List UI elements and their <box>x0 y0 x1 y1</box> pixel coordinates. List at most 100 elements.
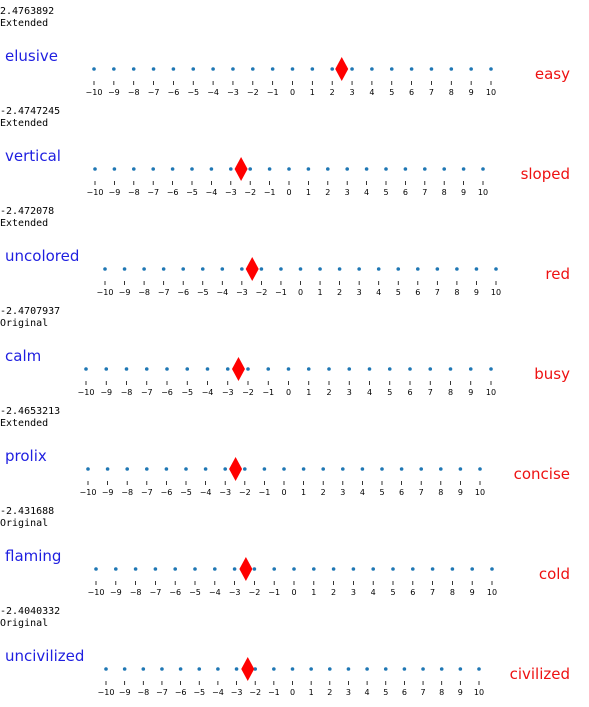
data-point <box>104 367 109 371</box>
data-point <box>380 467 384 471</box>
data-point <box>391 567 395 571</box>
data-point <box>246 367 250 371</box>
data-point <box>259 267 264 271</box>
data-point <box>396 267 401 271</box>
data-point <box>290 667 295 671</box>
x-tick-label: 2 <box>321 488 326 497</box>
data-point <box>191 67 196 71</box>
x-tick-label: −6 <box>161 388 173 397</box>
source-label: Original <box>0 518 49 529</box>
x-tick-label: −3 <box>236 288 248 297</box>
data-point <box>318 267 322 271</box>
data-point <box>461 167 466 171</box>
data-point <box>225 367 230 371</box>
x-tick-label: 7 <box>428 388 433 397</box>
x-tick-label: −9 <box>110 588 122 597</box>
x-tick-label: −7 <box>141 388 153 397</box>
x-tick-label: 4 <box>376 288 381 297</box>
x-tick-label: 5 <box>383 188 388 197</box>
data-point <box>86 467 90 471</box>
x-tick-label: 0 <box>286 188 291 197</box>
left-word: uncolored <box>5 247 80 265</box>
data-point <box>84 367 88 371</box>
data-point <box>458 467 463 471</box>
x-tick-label: −6 <box>175 688 187 697</box>
data-point <box>371 567 376 571</box>
data-point <box>164 467 169 471</box>
x-tick-label: −5 <box>180 488 192 497</box>
data-point <box>439 467 443 471</box>
x-tick-label: −9 <box>100 388 112 397</box>
data-point <box>326 167 330 171</box>
x-tick-label: 4 <box>369 88 374 97</box>
x-tick-label: −10 <box>78 388 95 397</box>
data-point <box>411 567 415 571</box>
x-tick-label: −3 <box>231 688 243 697</box>
x-tick-label: 7 <box>429 88 434 97</box>
source-label: Extended <box>0 118 49 129</box>
data-point <box>151 67 156 71</box>
data-point <box>409 67 414 71</box>
data-point <box>220 267 225 271</box>
score-value: -2.4653213 <box>0 406 61 417</box>
x-tick-label: 1 <box>306 388 311 397</box>
data-point <box>346 667 351 671</box>
x-tick-label: −3 <box>229 588 241 597</box>
source-label: Original <box>0 318 49 329</box>
x-tick-label: −9 <box>102 488 114 497</box>
data-point <box>104 667 108 671</box>
x-tick-label: 7 <box>422 188 427 197</box>
x-tick-label: 2 <box>325 188 330 197</box>
right-word: busy <box>534 365 570 383</box>
x-tick-label: 8 <box>442 188 447 197</box>
score-marker <box>245 257 259 281</box>
data-point <box>310 67 315 71</box>
x-tick-label: 1 <box>318 288 323 297</box>
x-tick-label: −2 <box>249 688 261 697</box>
data-point <box>141 667 146 671</box>
x-tick-label: 4 <box>364 188 369 197</box>
x-tick-label: 4 <box>371 588 376 597</box>
x-tick-label: −4 <box>212 688 224 697</box>
data-point <box>190 167 194 171</box>
x-tick-label: −5 <box>189 588 201 597</box>
x-tick-label: −2 <box>249 588 261 597</box>
data-point <box>160 667 164 671</box>
data-point <box>178 667 183 671</box>
x-tick-label: 10 <box>486 388 496 397</box>
x-tick-label: −6 <box>169 588 181 597</box>
data-point <box>151 167 155 171</box>
score-value: -2.431688 <box>0 506 55 517</box>
data-point <box>197 667 202 671</box>
left-word: elusive <box>5 47 58 65</box>
data-point <box>124 367 129 371</box>
x-tick-label: −7 <box>158 288 170 297</box>
x-tick-label: 9 <box>470 588 475 597</box>
data-point <box>347 367 352 371</box>
source-label: Extended <box>0 418 49 429</box>
x-tick-label: −10 <box>98 688 115 697</box>
score-marker <box>231 357 245 381</box>
data-point <box>468 367 473 371</box>
right-word: red <box>545 265 570 283</box>
data-point <box>474 267 479 271</box>
data-point <box>272 567 277 571</box>
x-tick-label: −5 <box>187 88 199 97</box>
data-point <box>282 467 286 471</box>
data-point <box>341 467 345 471</box>
data-point <box>301 467 306 471</box>
data-point <box>185 367 190 371</box>
data-point <box>171 67 176 71</box>
data-point <box>458 667 463 671</box>
data-point <box>423 167 427 171</box>
data-point <box>455 267 459 271</box>
x-tick-label: −1 <box>267 88 279 97</box>
data-point <box>421 667 425 671</box>
x-tick-label: 6 <box>410 588 415 597</box>
data-point <box>306 167 311 171</box>
data-point <box>469 67 473 71</box>
